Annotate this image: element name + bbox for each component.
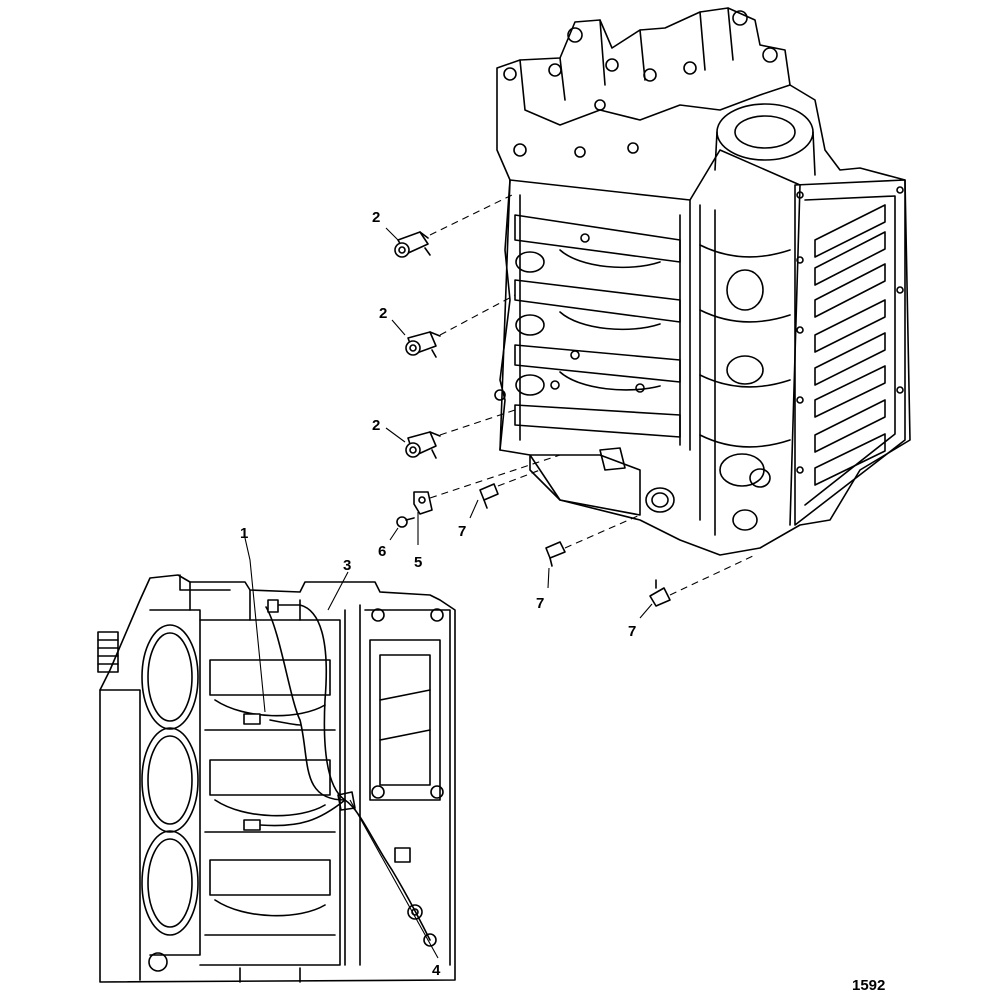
callout-1: 1	[240, 525, 248, 542]
fitting-part-7a	[479, 483, 499, 509]
callout-7: 7	[458, 523, 466, 540]
fitting-part-7b	[545, 541, 566, 567]
lower-cylinder-block	[97, 574, 456, 983]
callout-7: 7	[536, 595, 544, 612]
callout-6: 6	[378, 543, 386, 560]
callout-2: 2	[379, 305, 387, 322]
callout-labels: 1 2 2 2 3 4 5 6 7 7 7 1592	[240, 209, 885, 994]
fitting-part-2b	[405, 331, 441, 358]
upper-cylinder-block	[494, 7, 911, 556]
callout-7: 7	[628, 623, 636, 640]
fitting-part-7c	[649, 579, 671, 607]
figure-number: 1592	[852, 977, 885, 994]
callout-5: 5	[414, 554, 422, 571]
callout-4: 4	[432, 962, 441, 979]
fitting-part-2a	[394, 231, 431, 258]
clamp-part-5	[413, 491, 433, 515]
callout-2: 2	[372, 417, 380, 434]
callout-3: 3	[343, 557, 351, 574]
fitting-part-2c	[405, 431, 441, 459]
leader-lines	[244, 227, 653, 959]
assembly-lines	[429, 194, 756, 596]
callout-2: 2	[372, 209, 380, 226]
screw-part-6	[396, 516, 415, 528]
